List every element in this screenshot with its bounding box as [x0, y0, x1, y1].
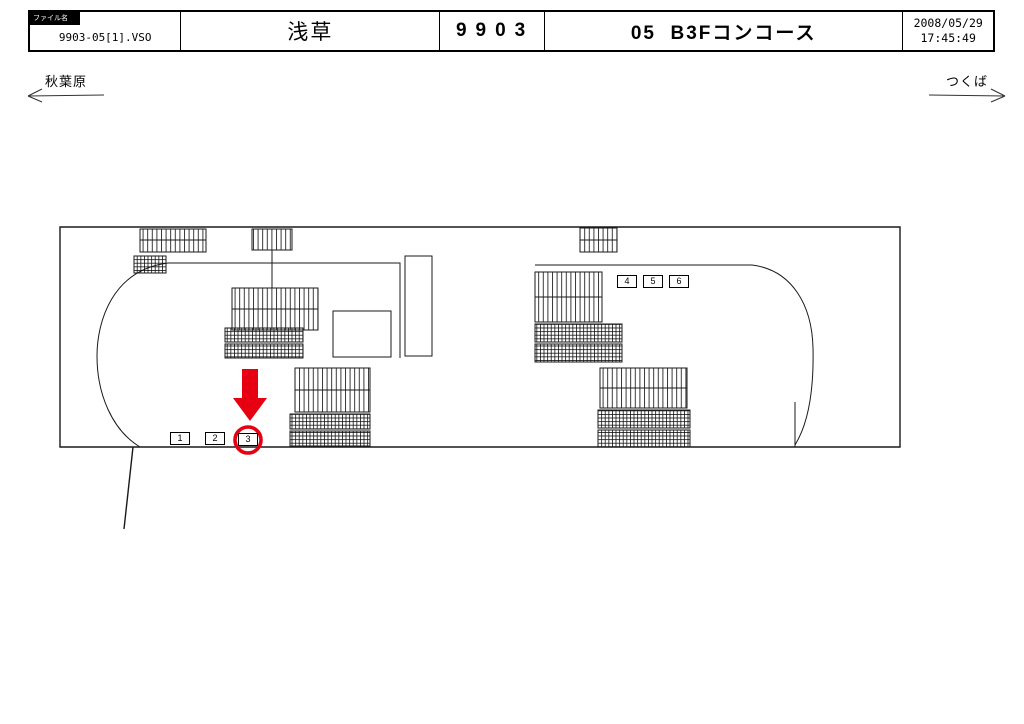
position-box-4: 4: [617, 275, 637, 288]
inner-walls: [96, 250, 814, 448]
board-number: 9903: [440, 12, 545, 50]
stairs-right-lower: [597, 367, 691, 448]
highlight-circle: [233, 425, 263, 455]
position-box-1: 1: [170, 432, 190, 445]
stairs-left-lower: [289, 367, 371, 447]
stairs-top-right: [579, 227, 618, 253]
direction-right-label: つくば: [946, 74, 989, 89]
file-cell: ファイル名 9903-05[1].VSO: [30, 12, 182, 50]
station-name: 浅草: [181, 12, 441, 50]
outer-walls: [59, 226, 901, 530]
position-box-3: 3: [238, 433, 258, 446]
stairs-right-upper: [534, 271, 623, 363]
direction-left-label: 秋葉原: [45, 74, 88, 89]
stairs-top-left: [133, 228, 207, 274]
direction-right-arrow-icon: [928, 88, 1006, 103]
time-text: 17:45:49: [920, 31, 976, 45]
highlight-arrow-icon: [233, 369, 267, 421]
location-title: 05 B3Fコンコース: [545, 12, 904, 50]
title-block: ファイル名 9903-05[1].VSO 浅草 9903 05 B3Fコンコース…: [28, 10, 995, 52]
file-name: 9903-05[1].VSO: [58, 31, 152, 44]
stairs-top-center: [251, 228, 293, 251]
date-text: 2008/05/29: [913, 16, 983, 30]
stairs: [133, 227, 691, 448]
file-label: ファイル名: [30, 12, 80, 25]
stairs-left-upper: [224, 287, 319, 359]
position-box-2: 2: [205, 432, 225, 445]
position-box-6: 6: [669, 275, 689, 288]
direction-left-arrow-icon: [27, 88, 105, 103]
position-box-5: 5: [643, 275, 663, 288]
datetime-cell: 2008/05/29 17:45:49: [903, 12, 993, 50]
